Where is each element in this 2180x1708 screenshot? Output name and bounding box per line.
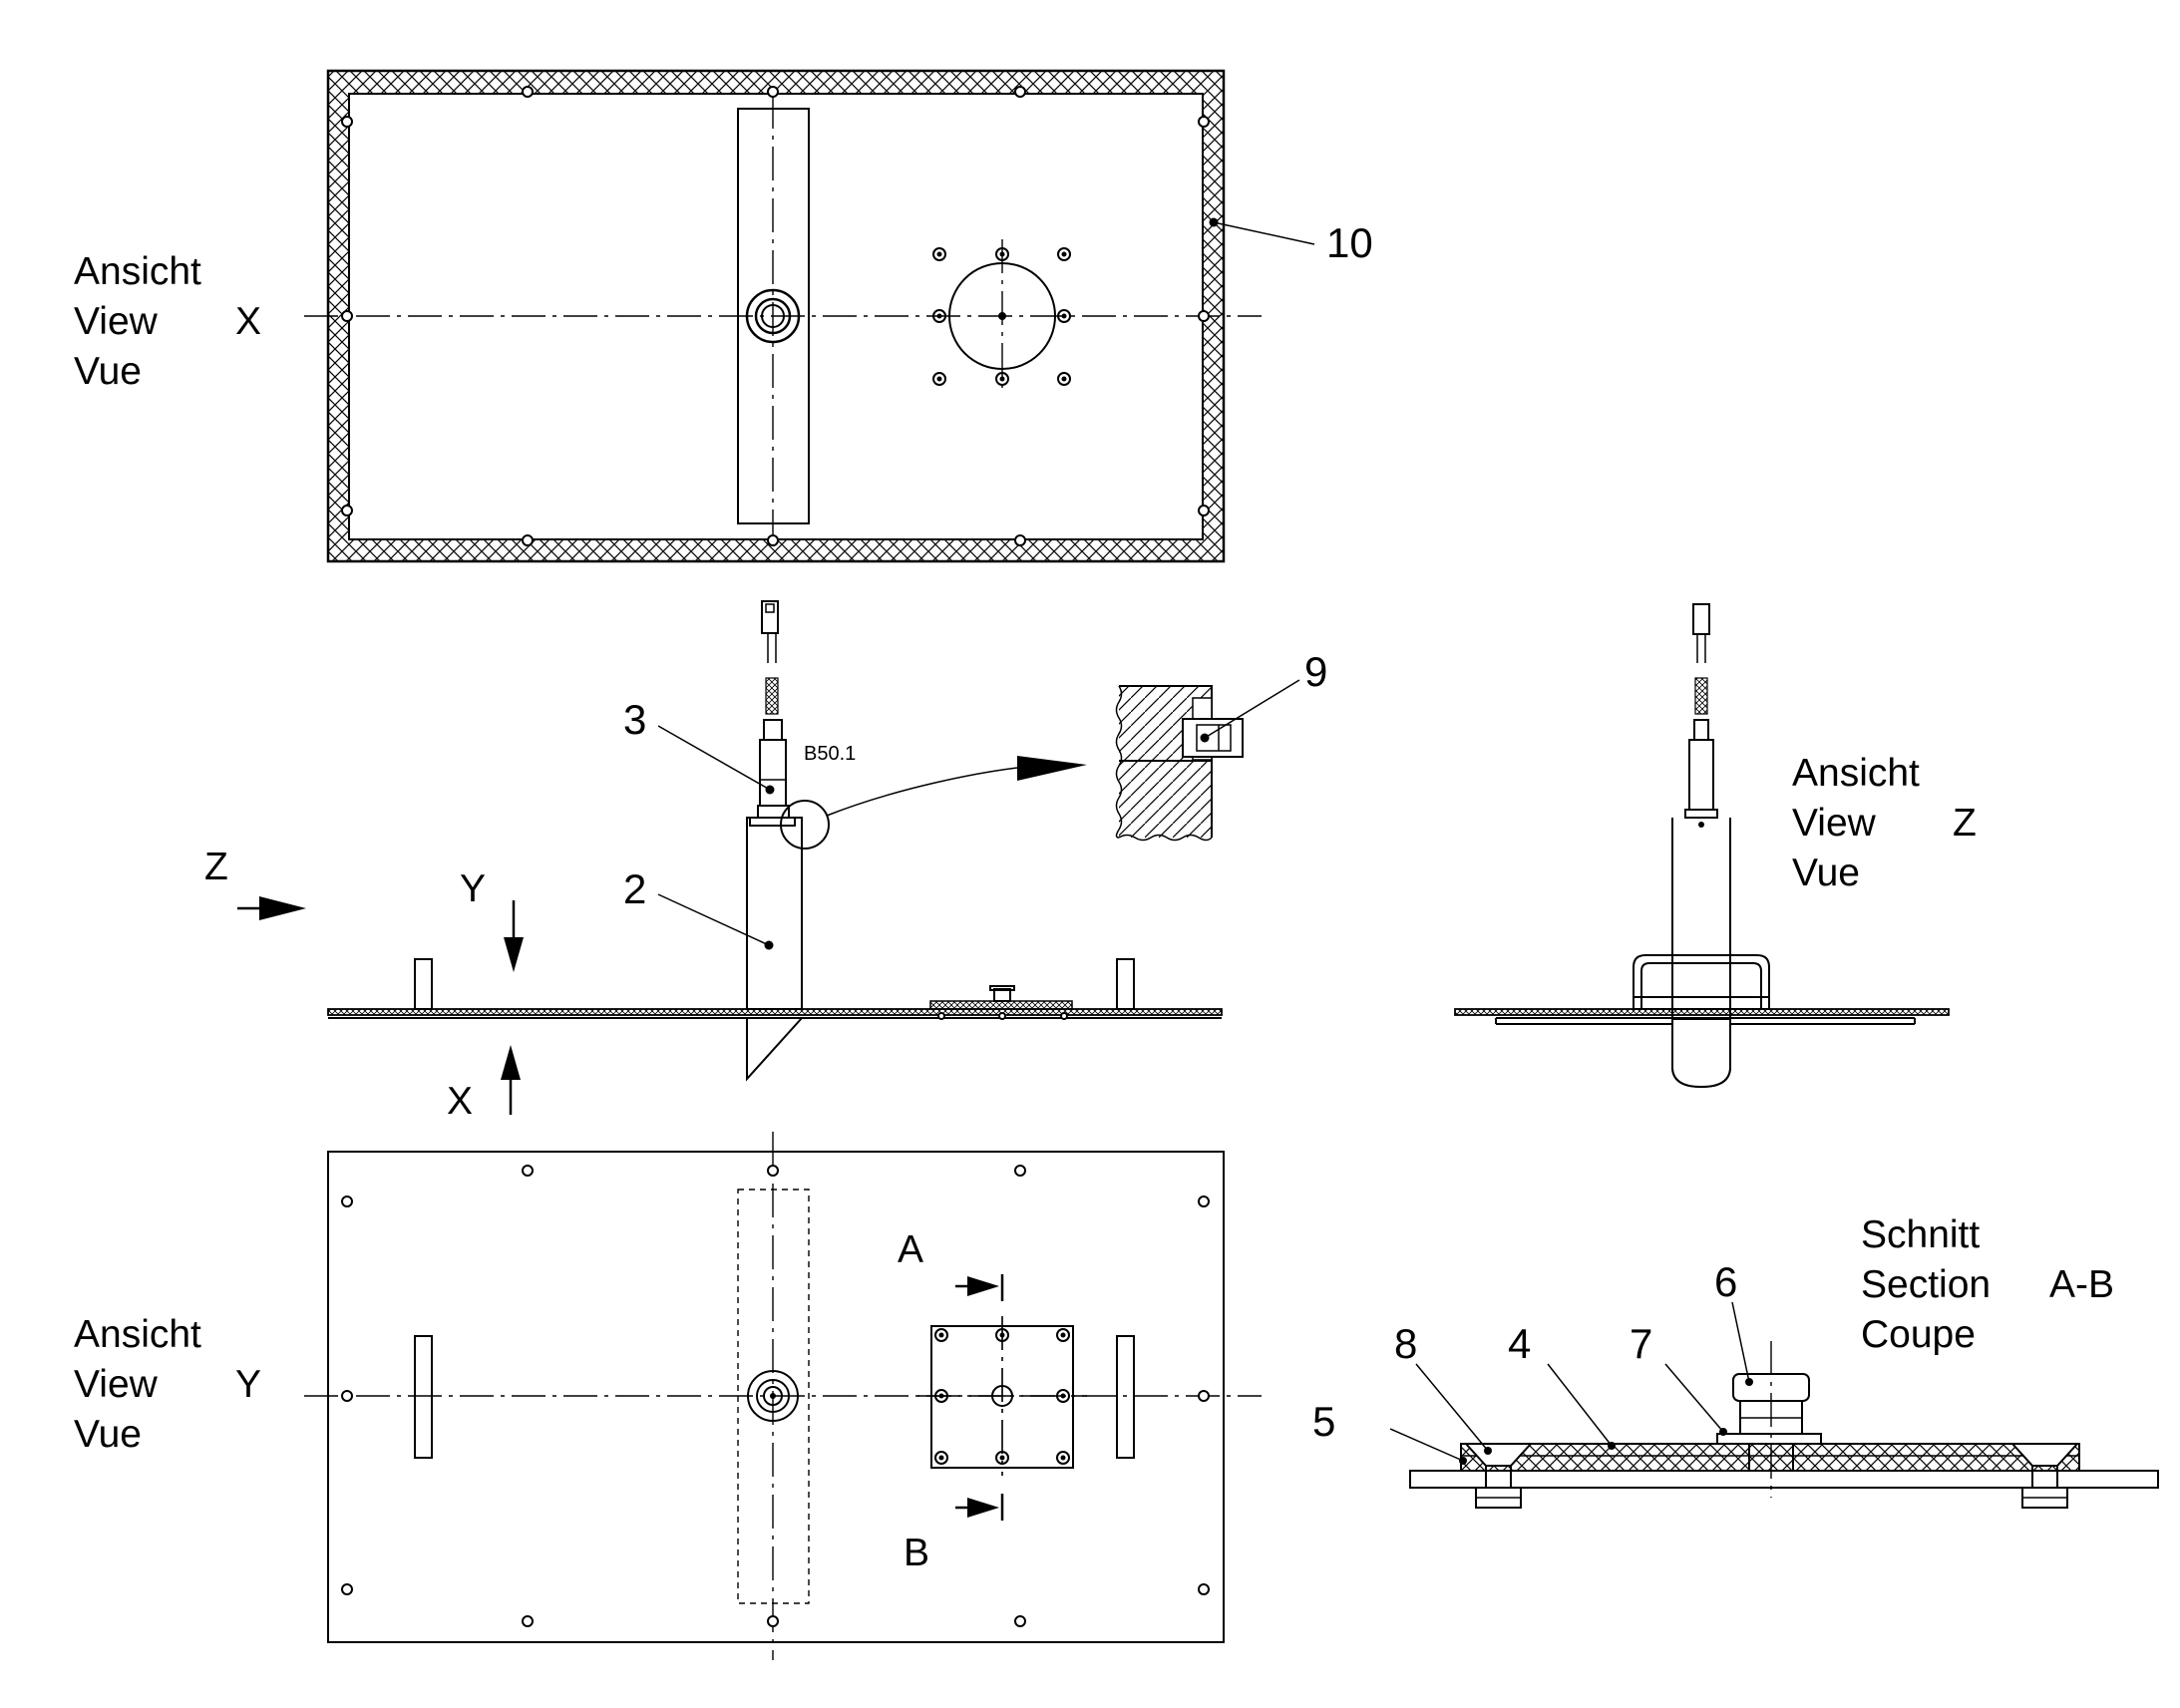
part-number-9: 9 — [1304, 648, 1327, 695]
section-a-b — [1409, 1341, 2159, 1509]
part-number-2: 2 — [623, 865, 646, 912]
part-number-10: 10 — [1326, 219, 1373, 266]
part-number-3: 3 — [623, 696, 646, 743]
callout-10: 10 — [1209, 217, 1373, 266]
detail-view: 9 — [1115, 648, 1327, 842]
view-y-line-3: Vue — [74, 1413, 142, 1456]
view-x-line-3: Vue — [74, 350, 142, 393]
sensor-tag: B50.1 — [804, 743, 856, 765]
view-y-line-1: Ansicht — [74, 1313, 201, 1356]
callout-3: 3 — [623, 696, 775, 795]
flange-bolt-holes — [932, 247, 1071, 386]
view-y-line-2: View — [74, 1363, 159, 1406]
callout-2: 2 — [623, 865, 774, 950]
part-number-5: 5 — [1312, 1398, 1335, 1445]
plate-bolt-holes — [934, 1328, 1070, 1465]
view-z-line-1: Ansicht — [1792, 752, 1920, 795]
view-z-line-2: View — [1792, 802, 1877, 845]
arrow-y-label: Y — [460, 867, 486, 910]
arrow-z-label: Z — [204, 846, 228, 888]
arrow-x-label: X — [447, 1080, 473, 1123]
view-z-letter: Z — [1953, 802, 1977, 845]
view-z-line-3: Vue — [1792, 852, 1860, 894]
part-number-6: 6 — [1714, 1258, 1737, 1305]
view-x-line-1: Ansicht — [74, 250, 201, 293]
section-callouts: 5 8 4 7 6 — [1312, 1258, 1753, 1465]
view-x-label: Ansicht View Vue X — [74, 250, 261, 393]
outer-holes — [341, 1165, 1210, 1627]
view-z-side — [1454, 603, 1950, 1089]
section-line-2: Section — [1861, 1263, 1991, 1306]
view-x-letter: X — [235, 300, 261, 343]
view-z-label: Ansicht View Vue Z — [1792, 752, 1977, 894]
section-label: Schnitt Section Coupe A-B — [1861, 1213, 2114, 1356]
view-x-top-plan — [304, 69, 1262, 563]
section-marker-b: B — [904, 1532, 929, 1574]
frame-holes — [341, 86, 1210, 546]
part-number-4: 4 — [1508, 1320, 1531, 1367]
view-y-bottom-plan — [304, 1132, 1262, 1660]
view-y-letter: Y — [235, 1363, 261, 1406]
section-line-3: Coupe — [1861, 1313, 1976, 1356]
direction-arrow-labels: Z Y X — [204, 846, 486, 1123]
section-marker-a: A — [898, 1228, 923, 1271]
section-designation: A-B — [2049, 1263, 2114, 1306]
view-x-line-2: View — [74, 300, 159, 343]
part-number-8: 8 — [1394, 1320, 1417, 1367]
view-y-label: Ansicht View Vue Y — [74, 1313, 261, 1456]
side-elevation — [237, 600, 1223, 1115]
part-number-7: 7 — [1630, 1320, 1652, 1367]
section-line-1: Schnitt — [1861, 1213, 1980, 1256]
